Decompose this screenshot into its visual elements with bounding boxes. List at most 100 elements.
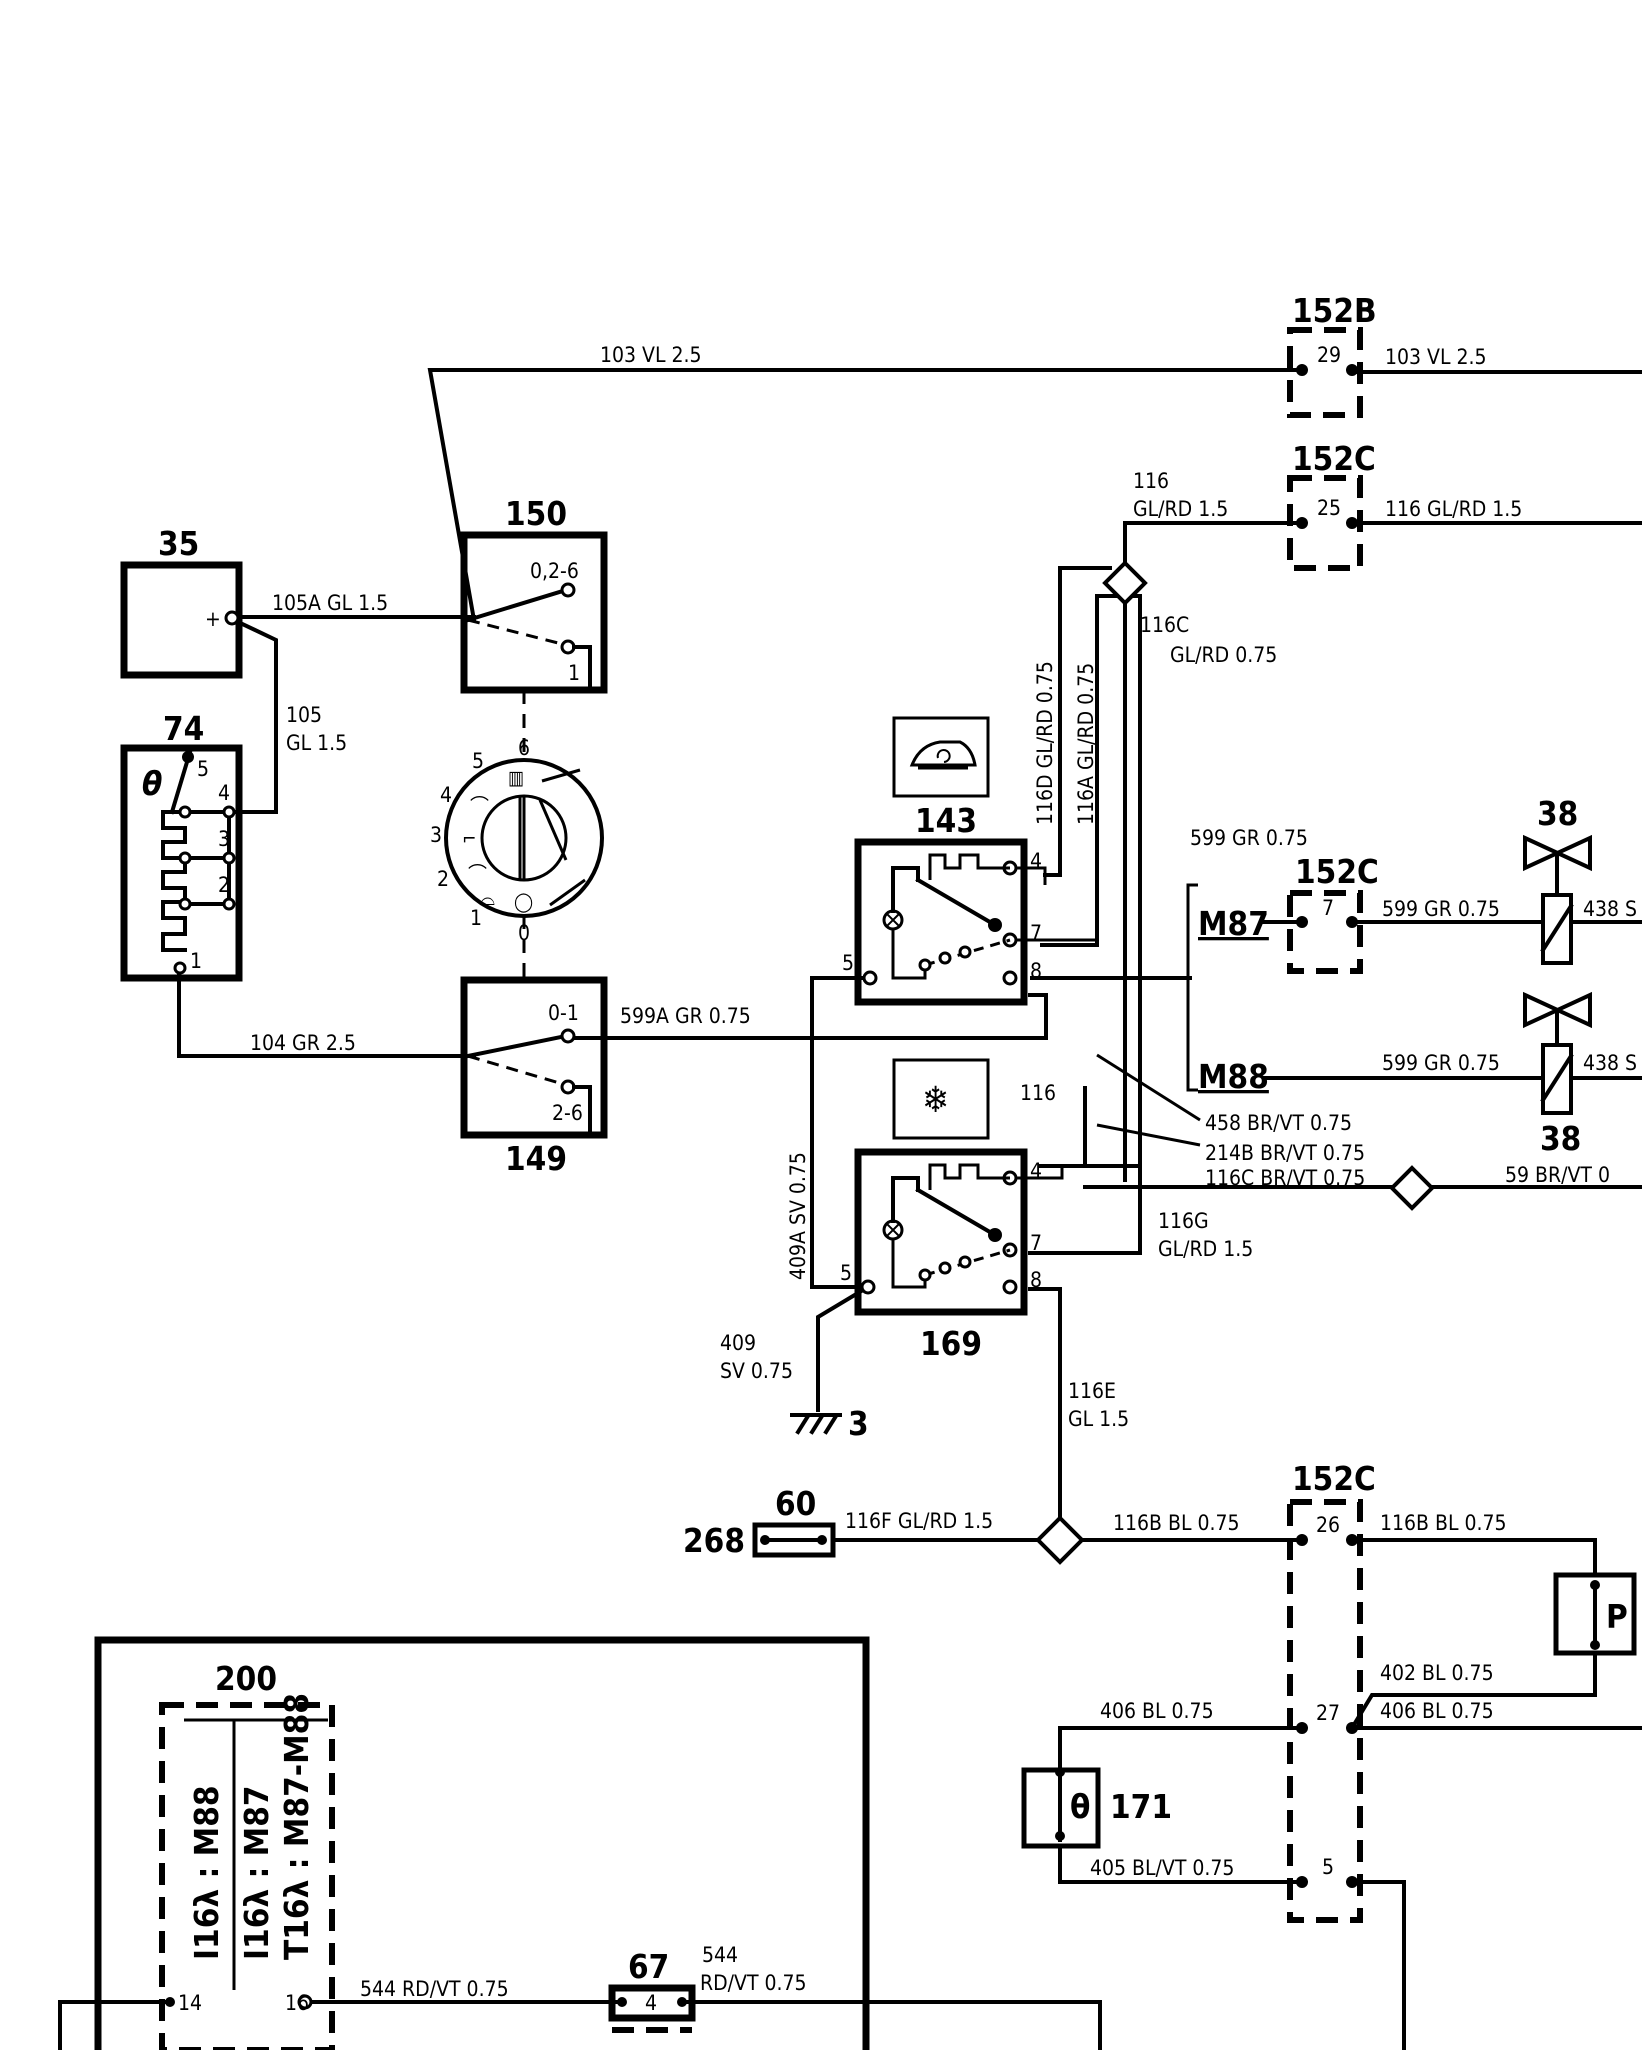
connector-67-label: 67	[628, 1947, 669, 1986]
wire-labels: 103 VL 2.5 103 VL 2.5 116 GL/RD 1.5 116 …	[250, 343, 1637, 2001]
svg-text:116D GL/RD 0.75: 116D GL/RD 0.75	[1033, 661, 1057, 825]
connector-67	[608, 1984, 696, 2022]
wire-409	[816, 1284, 871, 1412]
connector-152C-bottom	[1287, 1499, 1363, 1923]
svg-text:116B BL 0.75: 116B BL 0.75	[1380, 1511, 1507, 1535]
svg-text:1: 1	[568, 661, 580, 685]
svg-text:4: 4	[645, 1991, 657, 2015]
junction-diamond-116	[1102, 560, 1148, 606]
svg-text:544 RD/VT 0.75: 544 RD/VT 0.75	[360, 1977, 509, 2001]
svg-text:116: 116	[1133, 469, 1169, 493]
svg-text:I16λ : M88: I16λ : M88	[187, 1785, 226, 1960]
svg-text:0,2-6: 0,2-6	[530, 559, 579, 583]
junction-diamond-116F	[1035, 1515, 1085, 1565]
svg-text:116 GL/RD 1.5: 116 GL/RD 1.5	[1385, 497, 1522, 521]
junction-diamond-59	[1389, 1165, 1435, 1211]
solenoid-valve-38-top: 38	[1523, 794, 1592, 965]
wire-116A	[1040, 594, 1127, 947]
svg-text:406 BL 0.75: 406 BL 0.75	[1380, 1699, 1494, 1723]
svg-text:105A GL 1.5: 105A GL 1.5	[272, 591, 388, 615]
wire-116G	[1028, 1158, 1142, 1255]
svg-text:5: 5	[840, 1261, 852, 1285]
svg-text:⌓: ⌓	[480, 888, 495, 910]
svg-text:116B BL 0.75: 116B BL 0.75	[1113, 1511, 1240, 1535]
svg-text:GL/RD 1.5: GL/RD 1.5	[1133, 497, 1228, 521]
wire-116-mid	[1038, 1086, 1087, 1168]
wire-116D	[1043, 566, 1112, 877]
svg-text:599 GR 0.75: 599 GR 0.75	[1190, 826, 1308, 850]
connector-152C-mid-label: 152C	[1295, 852, 1379, 891]
svg-text:105: 105	[286, 703, 322, 727]
svg-text:4: 4	[440, 783, 452, 807]
ground-label: 3	[848, 1404, 869, 1443]
thermo-coil	[161, 810, 187, 952]
component-74-box	[120, 744, 243, 982]
svg-text:I16λ : M87: I16λ : M87	[237, 1785, 276, 1960]
svg-text:5: 5	[472, 749, 484, 773]
selector-dial[interactable]: 6 5 4 3 2 1 0 ▥ ⌒ ⌐ ⌒ ⌓ ◯	[430, 690, 604, 980]
svg-text:GL/RD 0.75: GL/RD 0.75	[1170, 643, 1277, 667]
svg-text:409: 409	[720, 1331, 756, 1355]
svg-text:599A GR 0.75: 599A GR 0.75	[620, 1004, 751, 1028]
svg-text:2: 2	[218, 873, 230, 897]
svg-text:1: 1	[190, 949, 202, 973]
variant-M87: M87	[1198, 904, 1269, 943]
component-169-label: 169	[920, 1324, 982, 1363]
svg-text:6: 6	[518, 736, 530, 760]
wire-143-5	[810, 976, 872, 1289]
svg-text:16: 16	[285, 1991, 309, 2015]
svg-text:103 VL 2.5: 103 VL 2.5	[600, 343, 702, 367]
svg-text:116A GL/RD 0.75: 116A GL/RD 0.75	[1074, 663, 1098, 825]
svg-text:402 BL 0.75: 402 BL 0.75	[1380, 1661, 1494, 1685]
svg-text:59 BR/VT 0: 59 BR/VT 0	[1505, 1163, 1610, 1187]
connector-152C-mid	[1287, 890, 1363, 974]
component-35-label: 35	[158, 524, 199, 563]
wire-5-right	[1350, 1880, 1406, 2050]
svg-text:26: 26	[1316, 1513, 1340, 1537]
svg-text:25: 25	[1317, 496, 1341, 520]
wire-116-feed	[1123, 521, 1304, 570]
svg-text:103 VL 2.5: 103 VL 2.5	[1385, 345, 1487, 369]
svg-text:405 BL/VT 0.75: 405 BL/VT 0.75	[1090, 1856, 1234, 1880]
svg-text:38: 38	[1540, 1119, 1581, 1158]
wire-214B	[1096, 1123, 1201, 1147]
svg-text:⌒: ⌒	[470, 795, 489, 817]
component-169-box	[854, 1148, 1028, 1316]
svg-text:▥: ▥	[508, 767, 524, 789]
svg-text:3: 3	[430, 823, 442, 847]
component-35-box	[120, 561, 243, 679]
component-149-box	[460, 976, 608, 1139]
svg-text:27: 27	[1316, 1701, 1340, 1725]
svg-text:116G: 116G	[1158, 1209, 1209, 1233]
svg-text:SV 0.75: SV 0.75	[720, 1359, 793, 1383]
ground-icon	[795, 1413, 839, 1435]
svg-text:1: 1	[470, 906, 482, 930]
svg-text:116E: 116E	[1068, 1379, 1116, 1403]
svg-text:8: 8	[1030, 1268, 1042, 1292]
svg-text:544: 544	[702, 1943, 738, 1967]
wire-406-left	[1058, 1726, 1304, 1774]
svg-text:GL 1.5: GL 1.5	[1068, 1407, 1129, 1431]
connector-152B	[1287, 327, 1363, 418]
svg-text:0-1: 0-1	[548, 1001, 579, 1025]
sensor-171-label: 171	[1110, 1787, 1172, 1826]
svg-text:458 BR/VT 0.75: 458 BR/VT 0.75	[1205, 1111, 1352, 1135]
variant-M88: M88	[1198, 1057, 1269, 1096]
svg-text:◯: ◯	[514, 891, 533, 913]
wires	[58, 368, 1642, 2050]
svg-text:116F GL/RD 1.5: 116F GL/RD 1.5	[845, 1509, 993, 1533]
svg-text:3: 3	[218, 827, 230, 851]
svg-text:5: 5	[197, 757, 209, 781]
svg-text:116C BR/VT 0.75: 116C BR/VT 0.75	[1205, 1166, 1365, 1190]
terminal-plus: +	[205, 607, 221, 631]
wire-105	[227, 617, 278, 814]
svg-text:214B BR/VT 0.75: 214B BR/VT 0.75	[1205, 1141, 1365, 1165]
component-149-label: 149	[505, 1139, 567, 1178]
fuse-60-label: 60	[775, 1484, 816, 1523]
snowflake-ac-icon	[892, 1058, 990, 1140]
svg-text:RD/VT 0.75: RD/VT 0.75	[700, 1971, 807, 1995]
thermostat-symbol: θ	[142, 764, 162, 803]
svg-text:438 S: 438 S	[1583, 897, 1637, 921]
svg-text:❄: ❄	[922, 1080, 949, 1121]
wire-116E	[1028, 1287, 1062, 1522]
